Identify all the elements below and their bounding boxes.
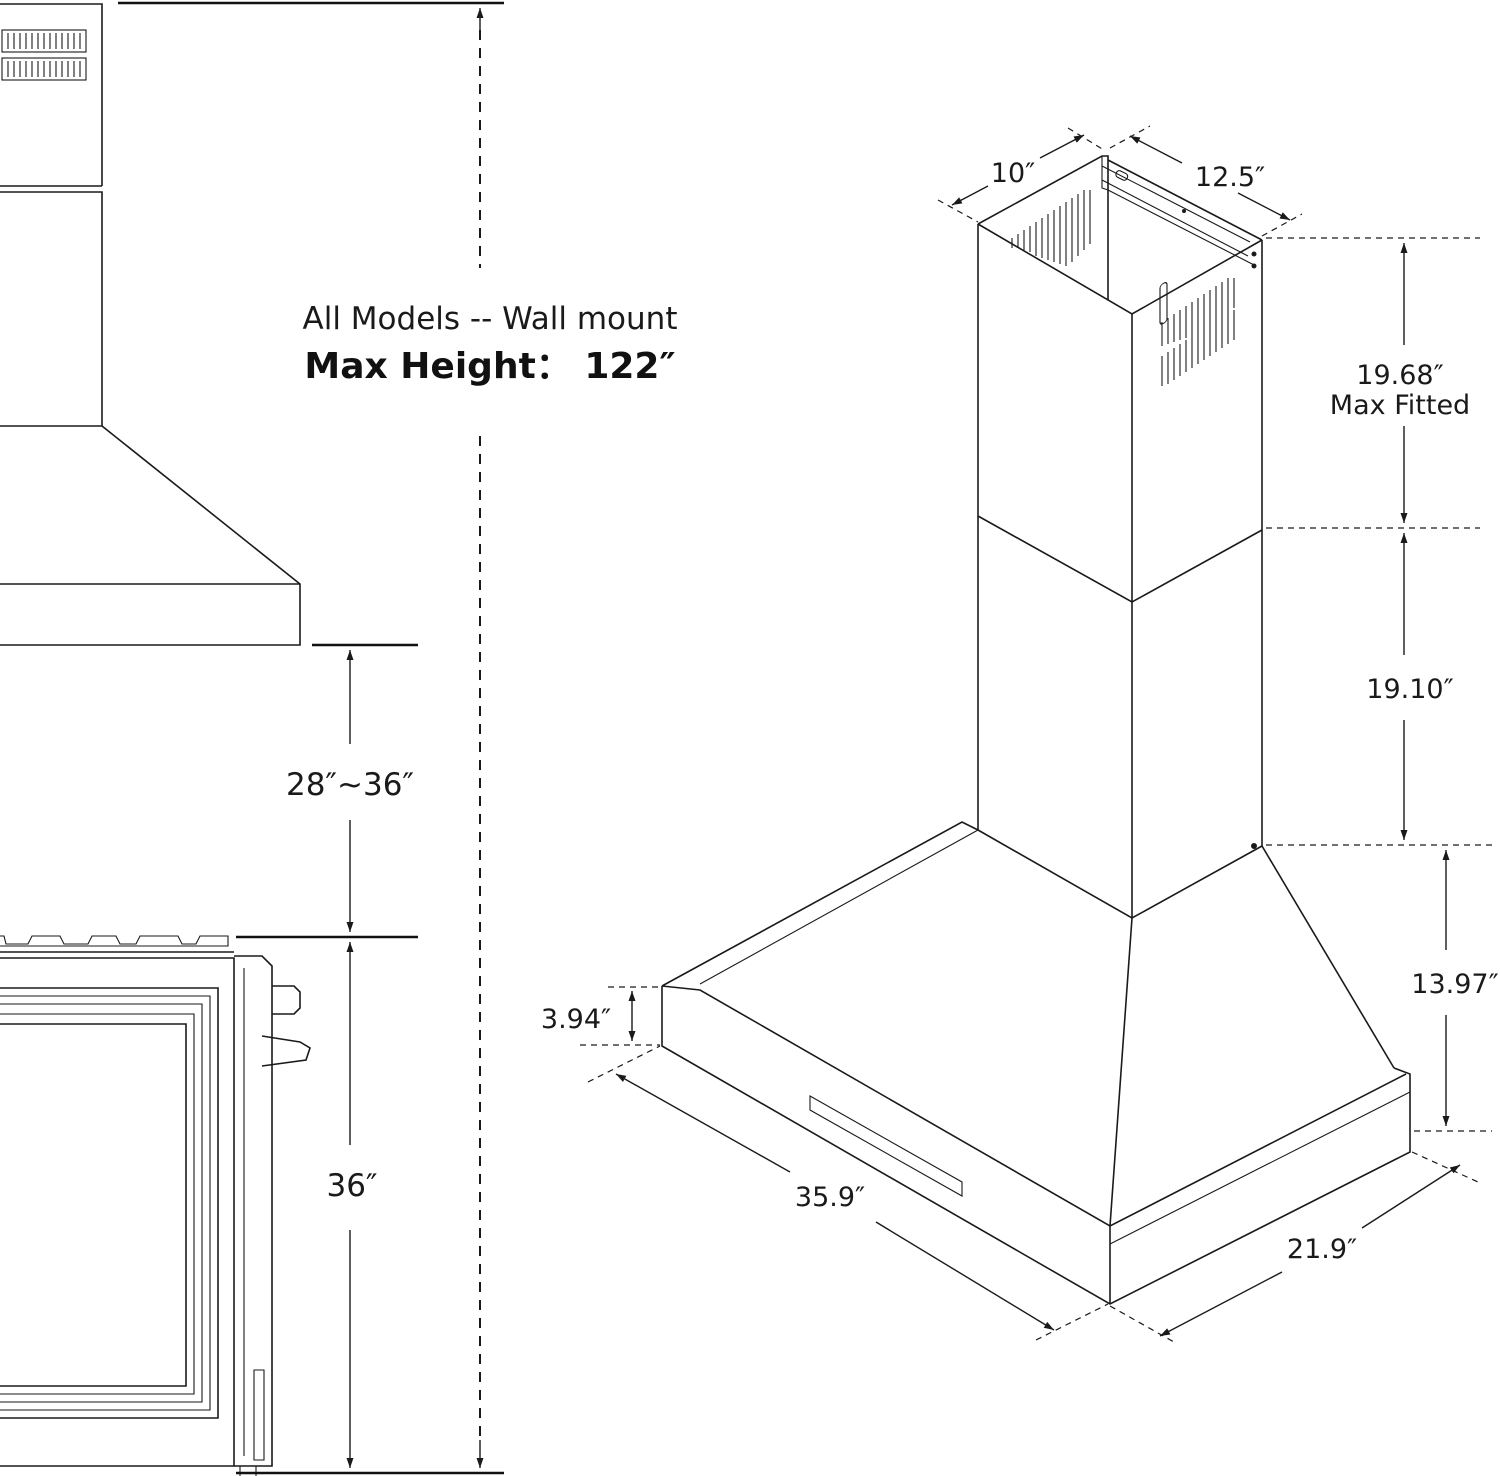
chimney-depth-label: 10″ <box>991 158 1035 189</box>
canopy-height-label: 13.97″ <box>1411 969 1498 1000</box>
max-height-label: Max Height： 122″ <box>304 346 675 387</box>
clearance-dimension <box>236 643 504 1475</box>
chimney-vent-slots-rear <box>1011 190 1091 266</box>
mount-type-label: All Models -- Wall mount <box>303 301 678 337</box>
max-height-dimension <box>118 1 504 1468</box>
chimney-vent-slots-left <box>1 29 87 81</box>
hood-depth-label: 21.9″ <box>1287 1234 1357 1265</box>
counter-height-label: 36″ <box>326 1168 377 1204</box>
hood-width-label: 35.9″ <box>795 1182 865 1213</box>
hood-dimension-lines <box>580 125 1492 1343</box>
upper-chimney-height-label: 19.68″ <box>1356 360 1443 391</box>
chimney-vent-slots-front <box>1159 278 1235 386</box>
installed-hood-side-view <box>0 3 301 646</box>
hood-isometric-view <box>661 155 1411 1305</box>
clearance-label: 28″~36″ <box>286 767 414 803</box>
range-oven <box>0 935 311 1476</box>
chimney-width-label: 12.5″ <box>1195 162 1265 193</box>
upper-chimney-note-label: Max Fitted <box>1330 390 1470 421</box>
front-height-label: 3.94″ <box>541 1004 611 1035</box>
lower-chimney-height-label: 19.10″ <box>1366 674 1453 705</box>
